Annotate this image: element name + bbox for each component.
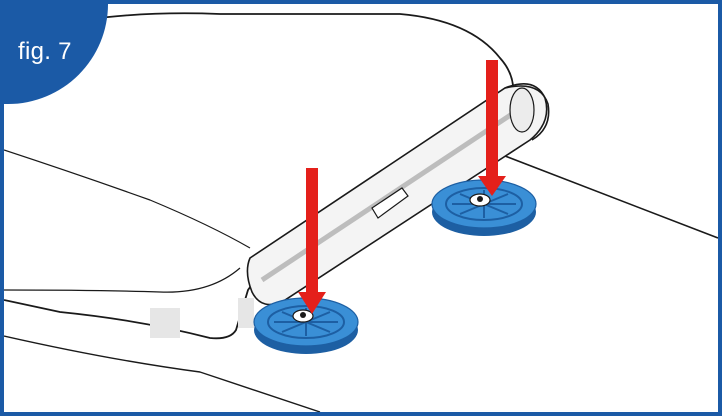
- illustration: [4, 12, 718, 412]
- red-arrow-left: [298, 168, 326, 314]
- floor-edge-line-lower: [4, 335, 321, 412]
- rail-end-cap: [504, 85, 550, 141]
- leveling-foot-right: [431, 179, 537, 236]
- rail-slot: [371, 187, 409, 219]
- floor-edge-line: [504, 155, 718, 239]
- shade-panel-1: [150, 308, 180, 338]
- leveling-foot-left: [253, 297, 359, 354]
- figure-label: fig. 7: [18, 38, 72, 65]
- body-top-edge: [4, 149, 251, 249]
- shade-panel-2: [238, 298, 254, 328]
- rail-highlight: [260, 109, 517, 283]
- body-fold-line: [4, 267, 241, 293]
- rail-end-ellipse: [509, 87, 535, 133]
- red-arrow-right: [478, 60, 506, 196]
